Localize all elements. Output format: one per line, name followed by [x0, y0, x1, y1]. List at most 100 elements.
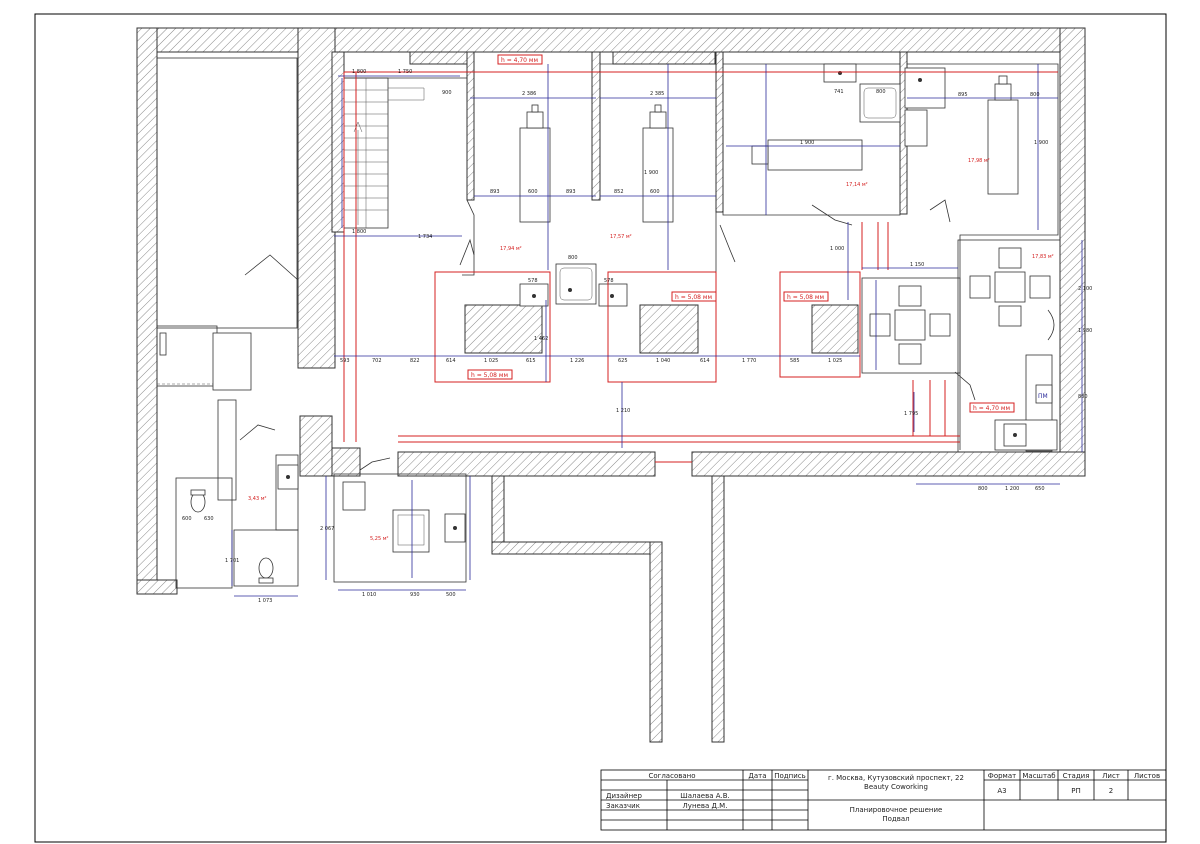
dim-label: 615 — [526, 358, 536, 364]
dim-label: 1 900 — [644, 170, 658, 176]
shower-1 — [555, 263, 597, 305]
title-block-format: А3 — [997, 787, 1007, 795]
title-block-customer-role: Заказчик — [606, 802, 640, 810]
dim-label: 1 800 — [352, 229, 366, 235]
dim-label: 880 — [1078, 394, 1088, 400]
dim-label: 893 — [490, 189, 500, 195]
dim-label: 1 900 — [1034, 140, 1048, 146]
dim-label: 1 795 — [904, 411, 918, 417]
appliance-label: ПМ — [1038, 393, 1048, 400]
dim-label: 2 386 — [522, 91, 536, 97]
dim-label: 585 — [790, 358, 800, 364]
dim-label: 893 — [566, 189, 576, 195]
walls — [136, 27, 1086, 743]
dim-label: 1 073 — [258, 598, 272, 604]
dim-label: 1 701 — [225, 558, 239, 564]
room-area-label: 17,83 м² — [1032, 254, 1054, 260]
title-block-customer-name: Лунева Д.М. — [682, 802, 728, 810]
shower-2 — [904, 67, 946, 109]
ceiling-height-label: h = 5,08 мм — [471, 372, 508, 379]
dim-label: 800 — [1030, 92, 1040, 98]
dimension-labels: 1 800 1 750 900 2 386 2 385 893 600 893 … — [182, 69, 1092, 604]
dim-label: 614 — [446, 358, 456, 364]
title-block-level: Подвал — [882, 815, 910, 823]
toilet-2 — [258, 557, 274, 579]
ceiling-height-label: h = 5,08 мм — [675, 294, 712, 301]
dim-label: 1 980 — [1078, 328, 1092, 334]
dim-label: 1 462 — [534, 336, 548, 342]
salon-chair — [392, 509, 430, 553]
dim-label: 614 — [700, 358, 710, 364]
room-area-label: 17,94 м² — [500, 246, 522, 252]
dim-label: 895 — [958, 92, 968, 98]
dim-label: 741 — [834, 89, 844, 95]
title-block-agreed: Согласовано — [648, 772, 696, 780]
massage-table-4 — [767, 139, 863, 171]
dim-label: 1 900 — [800, 140, 814, 146]
room-area-label: 17,14 м² — [846, 182, 868, 188]
dim-label: 1 150 — [910, 262, 924, 268]
title-block-scale-header: Масштаб — [1022, 772, 1056, 780]
dim-label: 1 040 — [656, 358, 670, 364]
dim-label: 702 — [372, 358, 382, 364]
dim-label: 630 — [204, 516, 214, 522]
title-block-signature-header: Подпись — [774, 772, 806, 780]
title-block-sheet: 2 — [1108, 787, 1114, 795]
dim-label: 930 — [410, 592, 420, 598]
title-block-sheet-header: Лист — [1102, 772, 1120, 780]
title-block-format-header: Формат — [987, 772, 1017, 780]
title-block-sheets-header: Листов — [1133, 772, 1161, 780]
dim-label: 1 210 — [616, 408, 630, 414]
dim-label: 800 — [876, 89, 886, 95]
massage-table-1 — [519, 127, 551, 223]
dim-label: 822 — [410, 358, 420, 364]
title-block-company: Beauty Coworking — [864, 783, 928, 791]
room-area-label: 3,43 м² — [248, 496, 267, 502]
ceiling-height-label: h = 5,08 мм — [787, 294, 824, 301]
room-area-label: 17,98 м² — [968, 158, 990, 164]
dim-label: 852 — [614, 189, 624, 195]
dim-label: 500 — [446, 592, 456, 598]
room-area-label: 5,25 м² — [370, 536, 389, 542]
dim-label: 578 — [604, 278, 614, 284]
title-block-stage-header: Стадия — [1062, 772, 1090, 780]
ceiling-labels: h = 4,70 мм h = 5,08 мм h = 5,08 мм h = … — [248, 54, 1054, 542]
title-block-designer-role: Дизайнер — [606, 792, 642, 800]
dim-label: 1 025 — [828, 358, 842, 364]
dim-label: 625 — [618, 358, 628, 364]
dim-label: 1 025 — [484, 358, 498, 364]
dim-label: 650 — [1035, 486, 1045, 492]
title-block-grid — [600, 769, 1167, 831]
title-block-stage: РП — [1071, 787, 1081, 795]
dim-label: 1 010 — [362, 592, 376, 598]
dim-label: 593 — [340, 358, 350, 364]
dim-label: 1 226 — [570, 358, 584, 364]
dim-label: 600 — [650, 189, 660, 195]
room-area-label: 17,57 м² — [610, 234, 632, 240]
dim-label: 1 750 — [398, 69, 412, 75]
bathtub — [859, 83, 901, 123]
ceiling-height-label: h = 4,70 мм — [973, 405, 1010, 412]
dim-label: 800 — [978, 486, 988, 492]
dim-label: 600 — [528, 189, 538, 195]
dim-label: 1 200 — [1005, 486, 1019, 492]
doors — [239, 199, 976, 471]
dim-label: 2 067 — [320, 526, 334, 532]
massage-table-3 — [987, 99, 1019, 195]
ceiling-zones — [343, 71, 1058, 463]
dim-label: 2 100 — [1078, 286, 1092, 292]
dim-label: 1 770 — [742, 358, 756, 364]
dim-label: 900 — [442, 90, 452, 96]
title-block-designer-name: Шалаева А.В. — [680, 792, 730, 800]
dim-label: 1 734 — [418, 234, 432, 240]
dim-label: 2 385 — [650, 91, 664, 97]
dim-label: 600 — [182, 516, 192, 522]
title-block-date-header: Дата — [748, 772, 767, 780]
title-block-sheet-title: Планировочное решение — [849, 806, 943, 814]
dim-label: 800 — [568, 255, 578, 261]
dimension-lines — [231, 64, 1083, 597]
dining-table-1 — [869, 285, 951, 365]
dim-label: 1 000 — [830, 246, 844, 252]
